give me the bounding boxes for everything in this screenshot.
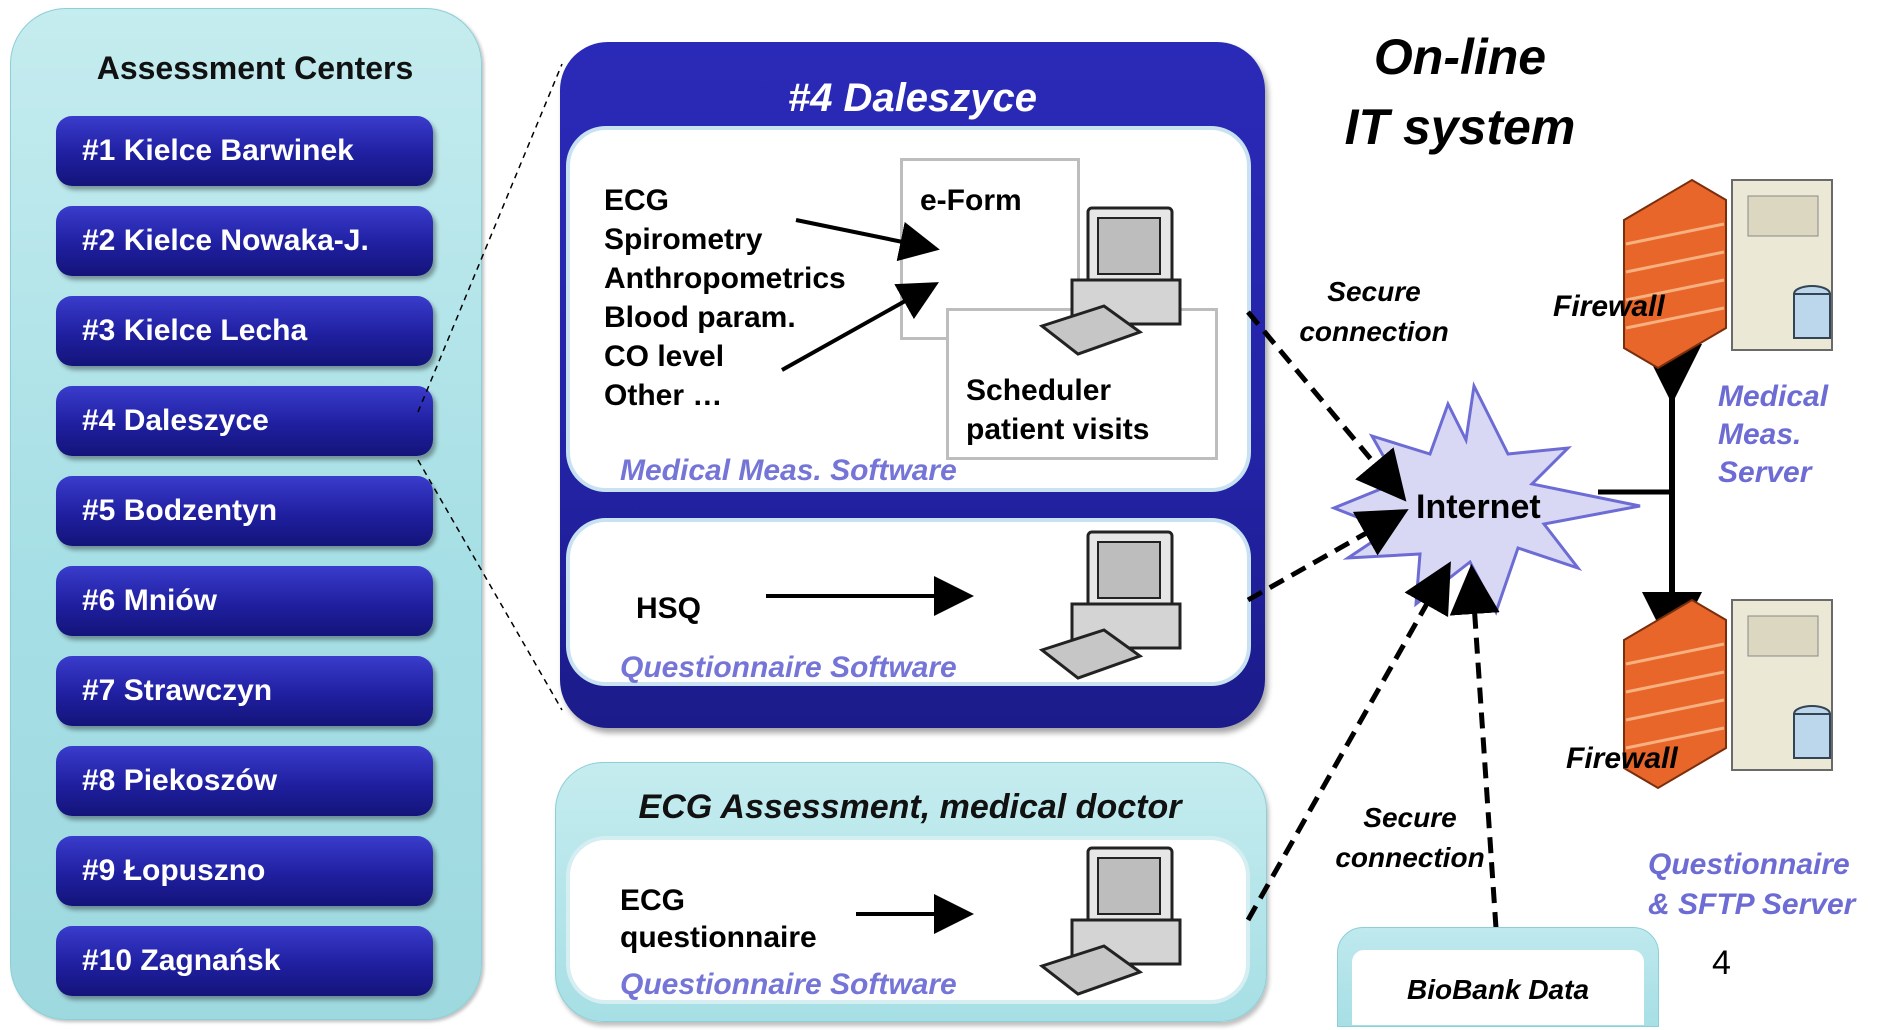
secure-connection-questionnaire xyxy=(1246,509,1409,603)
assessment-centers-title: Assessment Centers xyxy=(96,50,414,86)
center-item-7: #7 Strawczyn xyxy=(56,656,433,726)
medical-software-label: Medical Meas. Software xyxy=(620,454,957,487)
center-item-5: #5 Bodzentyn xyxy=(56,476,433,546)
center-item-3: #3 Kielce Lecha xyxy=(56,296,433,366)
center-item-2: #2 Kielce Nowaka-J. xyxy=(56,206,433,276)
page-number: 4 xyxy=(1712,944,1731,982)
medical-server-label-2: Meas. xyxy=(1718,418,1802,451)
center-item-6: #6 Mniów xyxy=(56,566,433,636)
firewall-bottom-label: Firewall xyxy=(1566,742,1678,775)
center-item-1: #1 Kielce Barwinek xyxy=(56,116,433,186)
center-item-4: #4 Daleszyce xyxy=(56,386,433,456)
measurement-co-level: CO level xyxy=(604,340,725,373)
secure-connection-biobank xyxy=(1449,564,1500,929)
measurement-other: Other … xyxy=(604,379,723,412)
internet-label: Internet xyxy=(1416,488,1541,526)
ecg-software-label: Questionnaire Software xyxy=(620,968,957,1001)
measurement-anthropometrics: Anthropometrics xyxy=(604,262,846,295)
computer-icon xyxy=(1038,846,1182,996)
arrow-ecg-eform xyxy=(795,218,940,262)
ecg-item-questionnaire: questionnaire xyxy=(620,921,817,954)
ecg-item-ecg: ECG xyxy=(620,884,686,917)
ecg-panel-title: ECG Assessment, medical doctor xyxy=(638,788,1182,826)
scheduler-label: Scheduler xyxy=(966,374,1112,407)
measurement-spirometry: Spirometry xyxy=(604,223,763,256)
hsq-label: HSQ xyxy=(636,592,702,625)
computer-icon xyxy=(1038,530,1182,680)
firewall-top-label: Firewall xyxy=(1553,290,1665,323)
zoom-line-bottom xyxy=(417,459,563,711)
headline-line-2: IT system xyxy=(1344,99,1576,155)
questionnaire-server-label-2: & SFTP Server xyxy=(1648,888,1856,921)
secure-connection-top-sublabel: connection xyxy=(1299,316,1449,347)
arrow-other-eform xyxy=(781,282,939,372)
firewall-server-icon xyxy=(1623,598,1833,790)
secure-connection-top-label: Secure xyxy=(1327,276,1421,307)
medical-server-label-3: Server xyxy=(1718,456,1812,489)
biobank-label: BioBank Data xyxy=(1352,950,1644,1025)
secure-connection-medical xyxy=(1246,310,1407,502)
medical-server-label: Medical xyxy=(1718,380,1829,413)
center-item-9: #9 Łopuszno xyxy=(56,836,433,906)
questionnaire-software-label: Questionnaire Software xyxy=(620,651,957,684)
center-item-10: #10 Zagnańsk xyxy=(56,926,433,996)
measurement-blood: Blood param. xyxy=(604,301,796,334)
questionnaire-server-label: Questionnaire xyxy=(1648,848,1850,881)
scheduler-sublabel: patient visits xyxy=(966,413,1150,446)
zoom-line-top xyxy=(417,63,563,413)
computer-icon xyxy=(1038,206,1182,356)
site-panel-title: #4 Daleszyce xyxy=(787,76,1038,120)
center-item-8: #8 Piekoszów xyxy=(56,746,433,816)
firewall-server-icon xyxy=(1623,178,1833,370)
eform-label: e-Form xyxy=(920,184,1022,217)
secure-connection-bottom-sublabel: connection xyxy=(1335,842,1485,873)
secure-connection-ecg xyxy=(1245,561,1451,922)
measurement-ecg: ECG xyxy=(604,184,670,217)
headline-line-1: On-line xyxy=(1373,29,1547,85)
secure-connection-bottom-label: Secure xyxy=(1363,802,1457,833)
